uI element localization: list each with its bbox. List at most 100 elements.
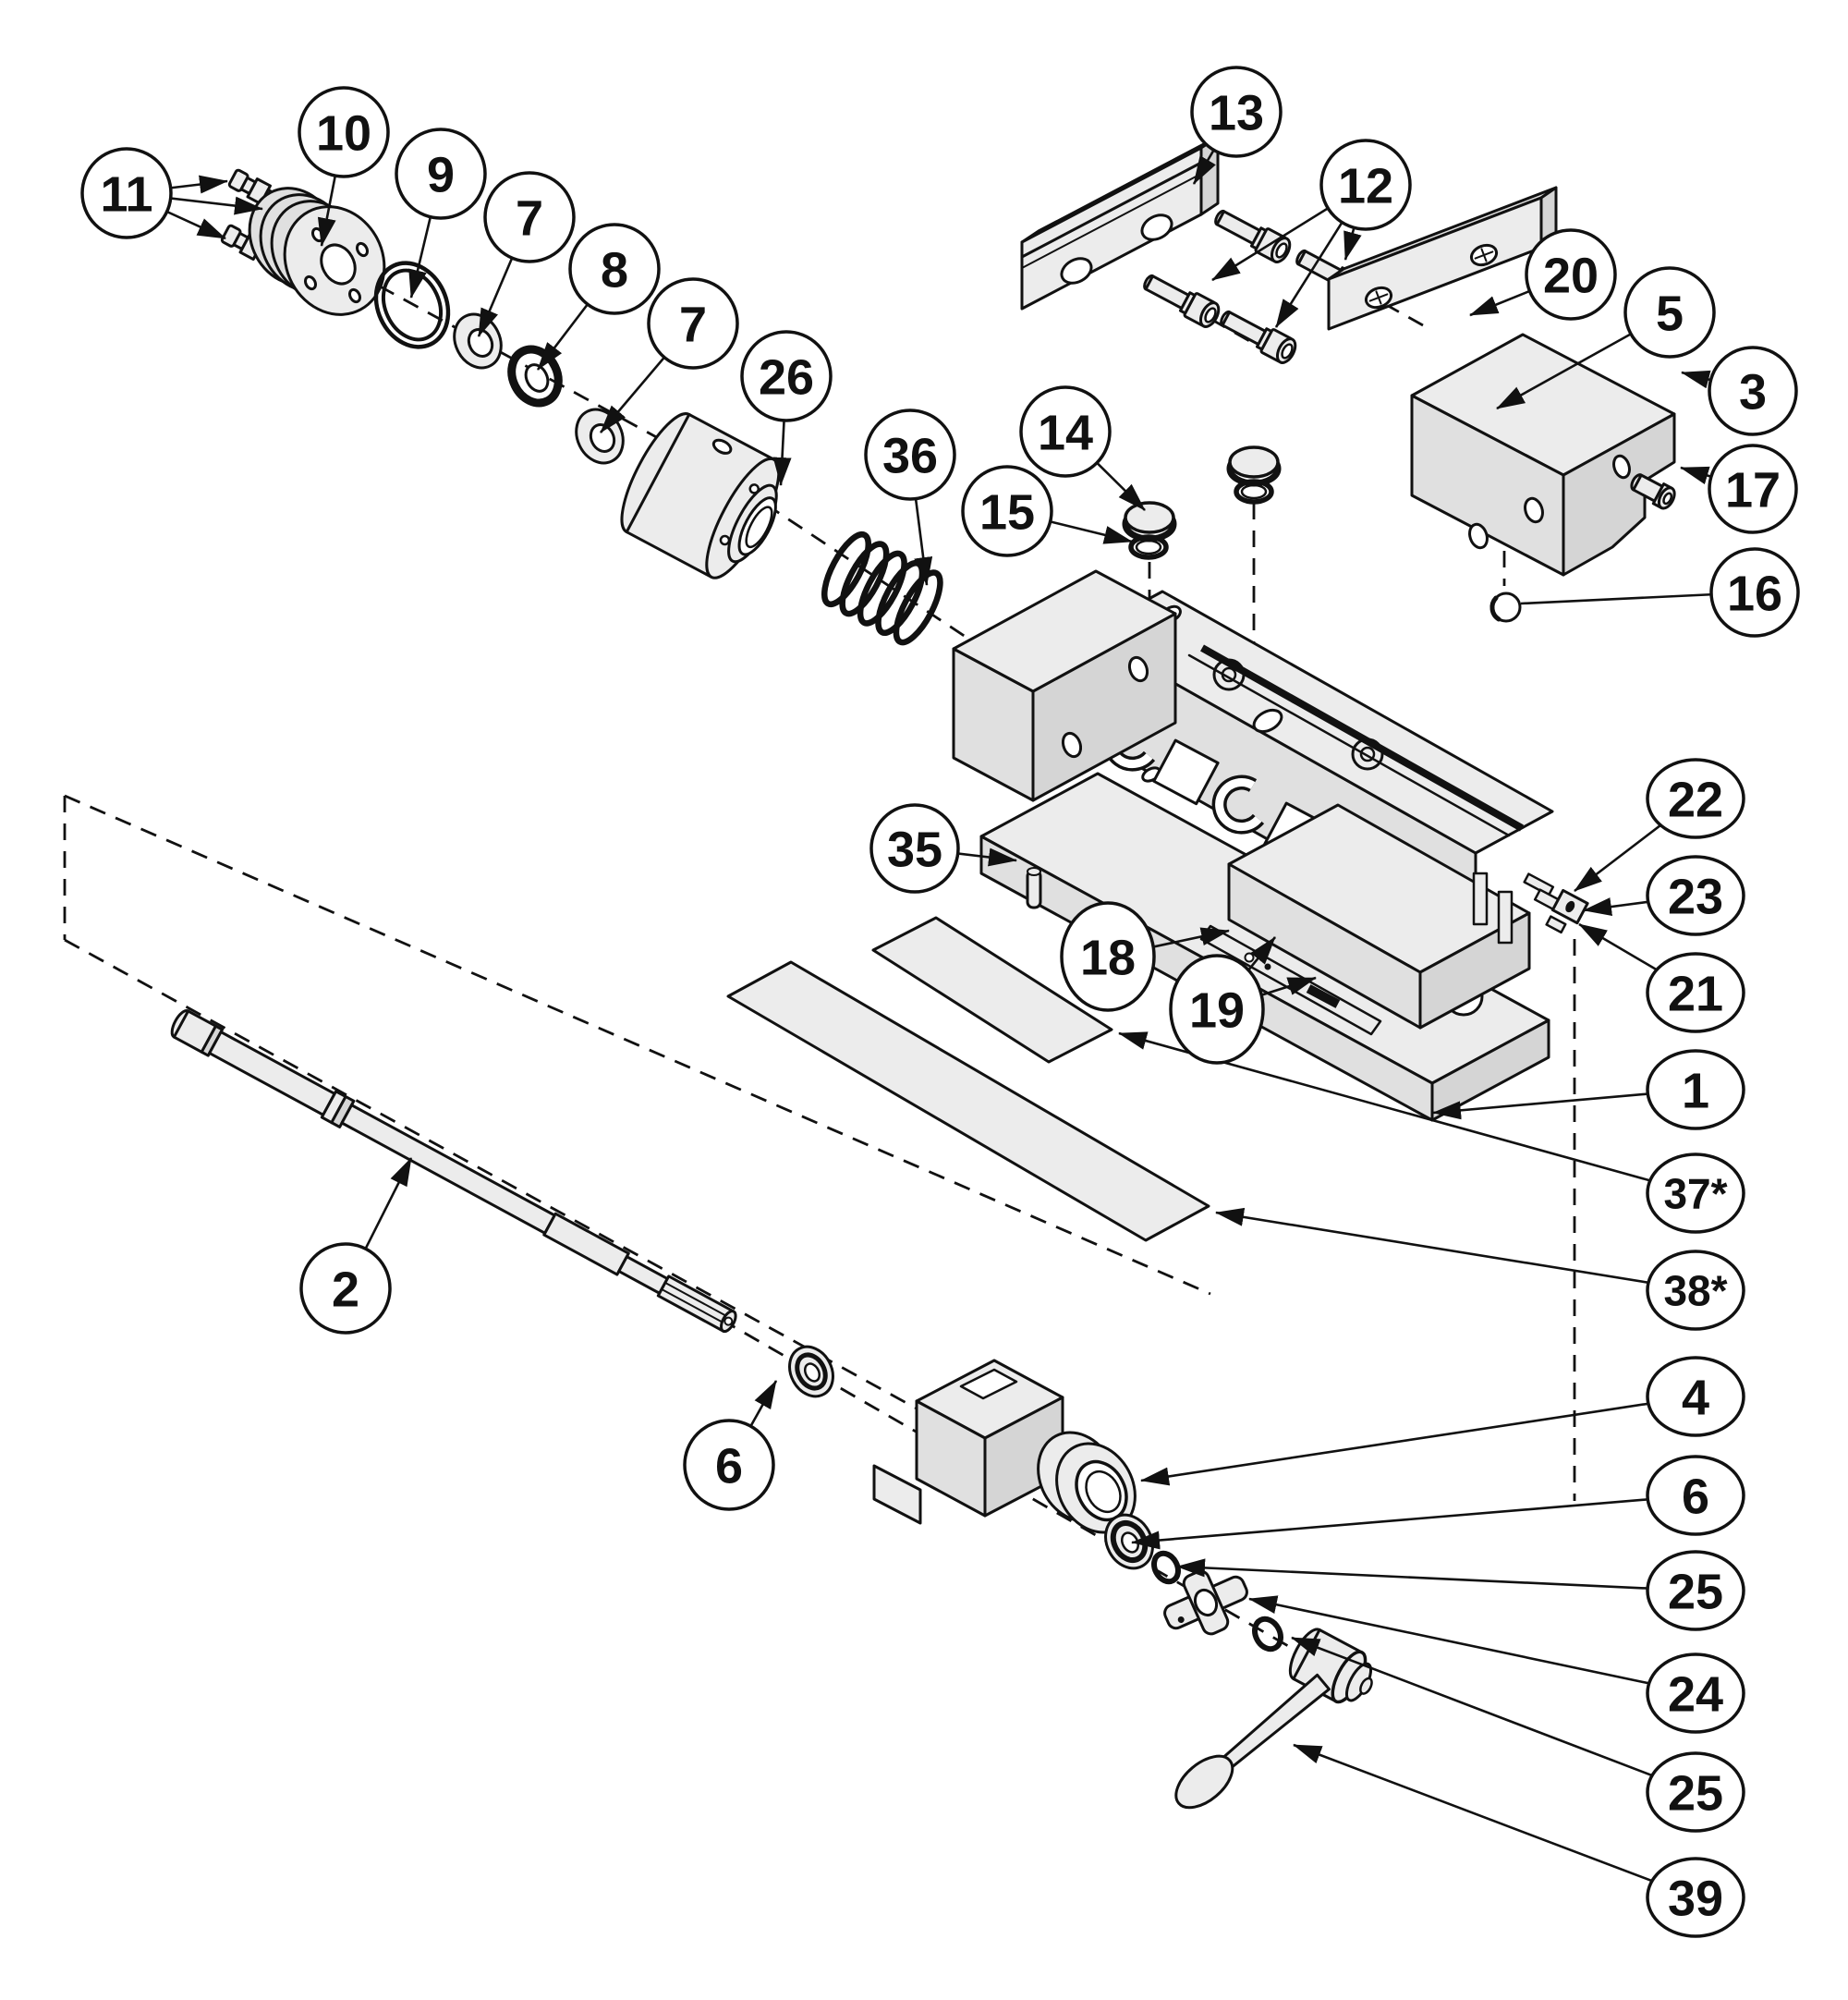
balloon-circle[interactable]	[1646, 952, 1745, 1033]
balloon-circle[interactable]	[298, 86, 390, 178]
leader-line	[1248, 1595, 1696, 1695]
balloon-25[interactable]: 25	[1646, 1550, 1745, 1631]
balloon-circle[interactable]	[395, 128, 487, 220]
balloon-number: 36	[882, 428, 938, 483]
balloon-circle[interactable]	[299, 1242, 392, 1335]
balloon-7[interactable]: 7	[483, 171, 576, 263]
balloon-20[interactable]: 20	[1525, 228, 1617, 321]
balloon-13[interactable]: 13	[1190, 66, 1283, 158]
balloon-number: 10	[316, 105, 371, 161]
balloon-number: 20	[1543, 248, 1599, 303]
balloon-number: 8	[601, 242, 628, 298]
part-38-wear-plate	[726, 960, 1210, 1242]
balloon-6[interactable]: 6	[1646, 1455, 1745, 1536]
balloon-3[interactable]: 3	[1708, 346, 1798, 436]
balloon-circle[interactable]	[1646, 1049, 1745, 1130]
balloon-circle[interactable]	[1019, 385, 1112, 478]
balloon-circle[interactable]	[1646, 1550, 1745, 1631]
balloon-number: 7	[679, 297, 707, 352]
leader-line	[1131, 1494, 1696, 1550]
balloon-8[interactable]: 8	[568, 223, 661, 315]
balloon-35[interactable]: 35	[869, 803, 960, 894]
part-10-pulley-flange	[248, 187, 386, 316]
balloon-circle[interactable]	[1060, 901, 1156, 1012]
balloon-18[interactable]: 18	[1060, 901, 1156, 1012]
balloon-circle[interactable]	[864, 409, 956, 501]
balloon-circle[interactable]	[683, 1419, 775, 1511]
balloon-26[interactable]: 26	[740, 330, 833, 422]
balloon-24[interactable]: 24	[1646, 1652, 1745, 1734]
balloon-number: 26	[759, 349, 814, 405]
balloon-10[interactable]: 10	[298, 86, 390, 178]
balloon-23[interactable]: 23	[1646, 855, 1745, 936]
leader-line	[1215, 1207, 1696, 1292]
balloon-number: 7	[516, 190, 543, 246]
balloon-16[interactable]: 16	[1709, 547, 1800, 638]
balloon-5[interactable]: 5	[1623, 266, 1716, 359]
balloon-number: 17	[1725, 462, 1781, 518]
part-15-o-ring-left	[1128, 534, 1169, 560]
part-24-clamp-dog	[1163, 1569, 1248, 1636]
balloon-circle[interactable]	[1646, 1652, 1745, 1734]
balloon-circle[interactable]	[1646, 1356, 1745, 1437]
balloon-circle[interactable]	[1169, 954, 1265, 1065]
balloon-21[interactable]: 21	[1646, 952, 1745, 1033]
balloon-6[interactable]: 6	[683, 1419, 775, 1511]
balloon-19[interactable]: 19	[1169, 954, 1265, 1065]
part-15-o-ring-right	[1234, 479, 1274, 505]
balloon-circle[interactable]	[1525, 228, 1617, 321]
balloon-circle[interactable]	[869, 803, 960, 894]
balloon-number: 35	[887, 822, 942, 877]
balloon-2[interactable]: 2	[299, 1242, 392, 1335]
part-14-seal-cap-left	[1122, 501, 1177, 543]
balloon-circle[interactable]	[1646, 1857, 1745, 1938]
balloon-22[interactable]: 22	[1646, 758, 1745, 839]
balloon-number: 14	[1038, 405, 1093, 460]
part-36-coil-spring	[821, 531, 943, 646]
balloon-number: 6	[1682, 1469, 1709, 1524]
balloon-circle[interactable]	[1623, 266, 1716, 359]
balloon-circle[interactable]	[80, 147, 173, 239]
part-9-o-ring	[373, 261, 451, 349]
balloon-15[interactable]: 15	[961, 465, 1053, 557]
balloon-circle[interactable]	[1646, 758, 1745, 839]
balloon-circle[interactable]	[483, 171, 576, 263]
balloon-number: 3	[1739, 364, 1767, 420]
part-26-spindle-housing	[620, 412, 781, 579]
balloon-7[interactable]: 7	[647, 277, 739, 370]
balloon-37[interactable]: 37*	[1646, 1152, 1745, 1234]
balloon-circle[interactable]	[740, 330, 833, 422]
balloon-circle[interactable]	[961, 465, 1053, 557]
balloon-17[interactable]: 17	[1708, 444, 1798, 534]
balloon-36[interactable]: 36	[864, 409, 956, 501]
part-25-o-ring-first	[1151, 1550, 1181, 1585]
balloon-circle[interactable]	[647, 277, 739, 370]
balloon-25[interactable]: 25	[1646, 1751, 1745, 1833]
balloon-circle[interactable]	[1646, 1152, 1745, 1234]
balloon-circle[interactable]	[1190, 66, 1283, 158]
balloon-circle[interactable]	[1646, 1250, 1745, 1331]
balloon-39[interactable]: 39	[1646, 1857, 1745, 1938]
balloon-1[interactable]: 1	[1646, 1049, 1745, 1130]
balloon-circle[interactable]	[1708, 444, 1798, 534]
balloon-11[interactable]: 11	[80, 147, 173, 239]
balloon-circle[interactable]	[1646, 1751, 1745, 1833]
balloon-circle[interactable]	[1646, 1455, 1745, 1536]
balloon-number: 5	[1656, 286, 1684, 341]
balloon-circle[interactable]	[568, 223, 661, 315]
balloon-38[interactable]: 38*	[1646, 1250, 1745, 1331]
parts-21-22-23-key-cluster	[1523, 872, 1589, 934]
balloon-circle[interactable]	[1646, 855, 1745, 936]
part-14-seal-cap-right	[1226, 445, 1282, 487]
balloon-9[interactable]: 9	[395, 128, 487, 220]
balloon-circle[interactable]	[1709, 547, 1800, 638]
balloon-14[interactable]: 14	[1019, 385, 1112, 478]
balloon-circle[interactable]	[1708, 346, 1798, 436]
part-7-washer-second	[575, 408, 625, 465]
balloon-4[interactable]: 4	[1646, 1356, 1745, 1437]
balloon-circle[interactable]	[1319, 139, 1412, 231]
part-39-handle	[1174, 1628, 1373, 1810]
balloon-12[interactable]: 12	[1319, 139, 1412, 231]
